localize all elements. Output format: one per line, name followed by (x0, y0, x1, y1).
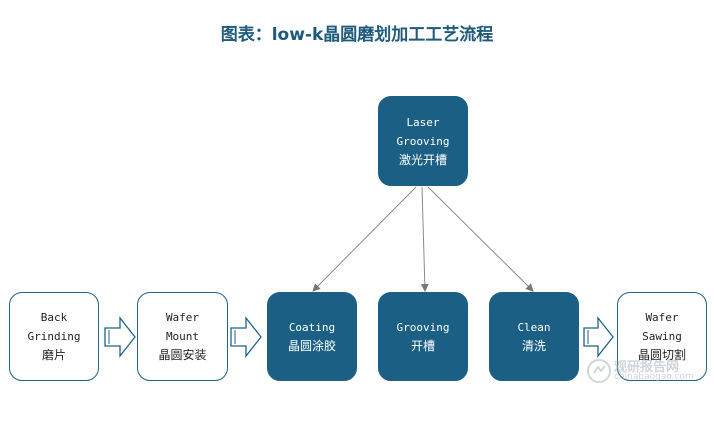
watermark-sub: chinabaogao.com (614, 372, 694, 382)
node-wafer-mount-en2: Mount (165, 330, 200, 343)
node-wafer-sawing-en2: Sawing (642, 330, 682, 343)
node-clean-zh: 清洗 (521, 338, 546, 353)
watermark: 观研报告网 chinabaogao.com (584, 356, 712, 386)
node-wafer-sawing: Wafer Sawing 晶圆切割 (617, 292, 707, 381)
arrow-laser-to-coating (312, 186, 417, 292)
node-grooving-en: Grooving (396, 320, 450, 334)
block-arrow-2 (230, 316, 262, 358)
watermark-logo-icon (587, 359, 611, 383)
node-back-grinding-zh: 磨片 (41, 348, 66, 362)
node-grooving-zh: 开槽 (410, 338, 435, 353)
node-back-grinding-en1: Back (40, 311, 68, 324)
node-laser-grooving: Laser Grooving 激光开槽 (378, 96, 468, 186)
node-clean: Clean 清洗 (489, 292, 579, 381)
node-clean-en: Clean (517, 320, 551, 334)
node-laser-grooving-en2: Grooving (396, 134, 450, 148)
node-back-grinding-en2: Grinding (27, 330, 81, 343)
node-wafer-mount-en1: Wafer (165, 311, 200, 324)
node-laser-grooving-en1: Laser (406, 115, 440, 129)
block-arrow-1 (104, 316, 136, 358)
node-wafer-sawing-en1: Wafer (645, 311, 679, 324)
node-grooving: Grooving 开槽 (378, 292, 468, 381)
diagram-title: 图表：low-k晶圆磨划加工工艺流程 (220, 25, 494, 45)
node-wafer-sawing-zh: 晶圆切割 (637, 348, 686, 362)
node-laser-grooving-zh: 激光开槽 (398, 152, 447, 167)
node-coating-en: Coating (288, 320, 336, 334)
block-arrow-3 (583, 316, 614, 358)
node-coating-zh: 晶圆涂胶 (287, 338, 336, 353)
arrow-laser-to-grooving (420, 186, 429, 292)
node-coating: Coating 晶圆涂胶 (267, 292, 357, 381)
node-back-grinding: Back Grinding 磨片 (9, 292, 99, 381)
arrow-laser-to-clean (427, 186, 534, 292)
node-wafer-mount: Wafer Mount 晶圆安装 (137, 292, 228, 381)
watermark-text: 观研报告网 (614, 360, 680, 375)
node-wafer-mount-zh: 晶圆安装 (158, 348, 207, 362)
